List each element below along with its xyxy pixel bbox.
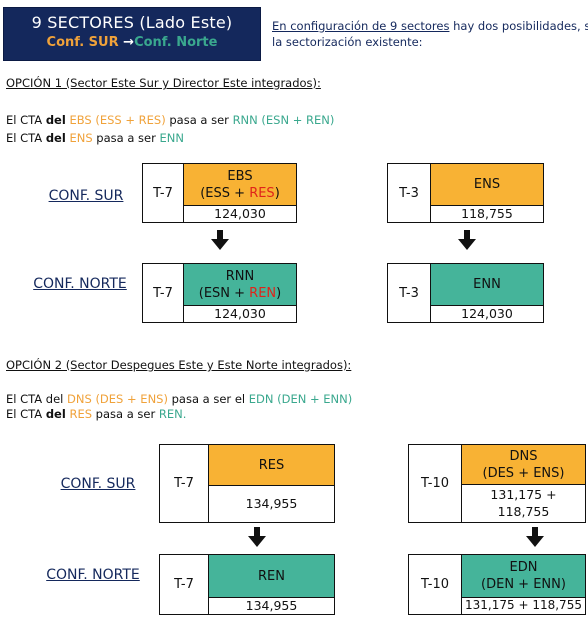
option1-sur-right-group: T-3 ENS 118,755: [387, 163, 544, 223]
option2-conf-sur-label: CONF. SUR: [60, 476, 136, 492]
sector-cell: RNN (ESN + REN): [184, 264, 296, 306]
subtitle-from: Conf. SUR: [46, 35, 119, 50]
t-cell: T-10: [409, 555, 462, 614]
option1-conf-norte-label: CONF. NORTE: [33, 276, 127, 292]
value-cell: 124,030: [214, 206, 266, 221]
subtitle-arrow: →: [123, 35, 135, 50]
t-cell: T-10: [409, 445, 462, 522]
intro-line1-rest: hay dos posibilidades, se: [449, 19, 588, 33]
value-cell: 134,955: [245, 496, 298, 511]
value-cell: 131,175 + 118,755: [490, 487, 557, 519]
sector-cell: DNS (DES + ENS): [462, 445, 585, 485]
sector-cell: EDN (DEN + ENN): [462, 555, 585, 598]
value-cell: 124,030: [461, 306, 513, 321]
option1-line1: El CTA del EBS (ESS + RES) pasa a ser RN…: [6, 113, 335, 127]
t-cell: T-7: [143, 264, 184, 322]
intro-link[interactable]: En configuración de 9 sectores: [272, 19, 450, 33]
page-title: 9 SECTORES (Lado Este): [31, 13, 233, 32]
option2-line1: El CTA del DNS (DES + ENS) pasa a ser el…: [6, 392, 353, 406]
sector-cell: ENN: [431, 264, 543, 306]
option1-title: OPCIÓN 1 (Sector Este Sur y Director Est…: [6, 76, 321, 90]
title-box: 9 SECTORES (Lado Este) Conf. SUR →Conf. …: [3, 7, 261, 61]
sector-cell: REN: [209, 555, 334, 598]
t-cell: T-7: [160, 555, 209, 614]
value-cell: 131,175 + 118,755: [465, 598, 582, 612]
option2-title: OPCIÓN 2 (Sector Despegues Este y Este N…: [6, 358, 352, 372]
intro-line2: la sectorización existente:: [272, 35, 423, 49]
option2-norte-right-group: T-10 EDN (DEN + ENN) 131,175 + 118,755: [408, 554, 586, 615]
t-cell: T-3: [388, 264, 431, 322]
value-cell: 118,755: [461, 206, 513, 221]
t-cell: T-7: [143, 164, 184, 222]
value-cell: 124,030: [214, 306, 266, 321]
t-cell: T-7: [160, 445, 209, 522]
intro-text: En configuración de 9 sectores hay dos p…: [272, 18, 588, 50]
option1-conf-sur-label: CONF. SUR: [48, 188, 124, 204]
sector-cell: ENS: [431, 164, 543, 206]
subtitle-to: Conf. Norte: [134, 35, 218, 50]
down-arrow-icon: [458, 230, 476, 250]
option1-line2: El CTA del ENS pasa a ser ENN: [6, 131, 184, 145]
option2-sur-right-group: T-10 DNS (DES + ENS) 131,175 + 118,755: [408, 444, 586, 523]
sector-cell: EBS (ESS + RES): [184, 164, 296, 206]
down-arrow-icon: [248, 527, 266, 547]
option2-conf-norte-label: CONF. NORTE: [46, 567, 140, 583]
option1-norte-left-group: T-7 RNN (ESN + REN) 124,030: [142, 263, 297, 323]
option2-sur-left-group: T-7 RES 134,955: [159, 444, 335, 523]
page-subtitle: Conf. SUR →Conf. Norte: [4, 35, 260, 50]
option2-norte-left-group: T-7 REN 134,955: [159, 554, 335, 615]
t-cell: T-3: [388, 164, 431, 222]
option1-sur-left-group: T-7 EBS (ESS + RES) 124,030: [142, 163, 297, 223]
sector-cell: RES: [209, 445, 334, 486]
down-arrow-icon: [211, 230, 229, 250]
option2-line2: El CTA del RES pasa a ser REN.: [6, 407, 187, 421]
option1-norte-right-group: T-3 ENN 124,030: [387, 263, 544, 323]
value-cell: 134,955: [245, 598, 298, 613]
down-arrow-icon: [526, 527, 544, 547]
